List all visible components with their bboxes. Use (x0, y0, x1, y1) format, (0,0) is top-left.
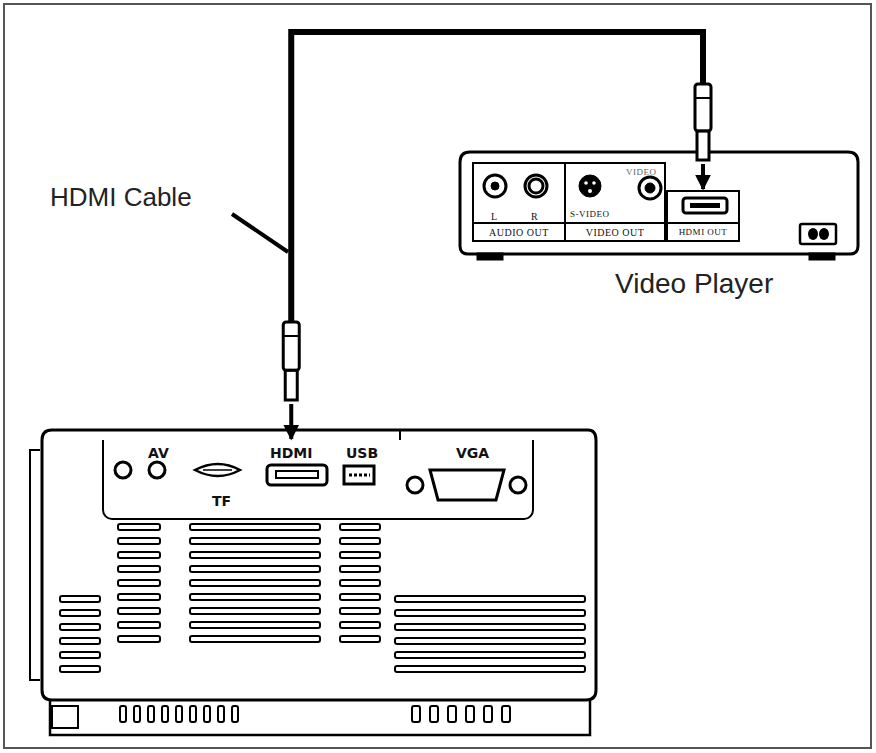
video-player: Video PlayerLRAUDIO OUTS-VIDEOVIDEOVIDEO… (460, 152, 858, 254)
output-panel: L R AUDIO OUT (472, 162, 566, 242)
projector-body (30, 430, 596, 735)
port-label: L (491, 212, 498, 222)
device-name: Video Player (615, 270, 773, 298)
port-label: AV (148, 446, 169, 460)
vent-slots (60, 524, 585, 722)
leader-line (232, 214, 288, 252)
panel-divider (474, 222, 564, 224)
port-label: HDMI (270, 446, 312, 460)
output-panel: S-VIDEO VIDEO VIDEO OUT (566, 162, 666, 242)
player-ports (484, 175, 727, 213)
output-panel: HDMI OUT (666, 190, 740, 242)
port-label: S-VIDEO (570, 210, 610, 219)
port-label: HDMI OUT (668, 228, 738, 237)
port-label: AUDIO OUT (474, 228, 564, 238)
video-player-body (460, 152, 858, 259)
port-panel: AV TF HDMI USB VGA (102, 440, 534, 520)
port-label: VGA (456, 446, 489, 460)
port-label: VIDEO (626, 168, 657, 177)
port-label: VIDEO OUT (566, 228, 664, 238)
frame (4, 4, 871, 748)
cable-label: HDMI Cable (50, 184, 192, 210)
port-label: USB (346, 446, 378, 460)
port-label: TF (212, 494, 231, 508)
panel-divider (566, 222, 664, 224)
hdmi-cable (283, 32, 711, 439)
panel-divider (668, 222, 738, 224)
port-label: R (531, 212, 538, 222)
